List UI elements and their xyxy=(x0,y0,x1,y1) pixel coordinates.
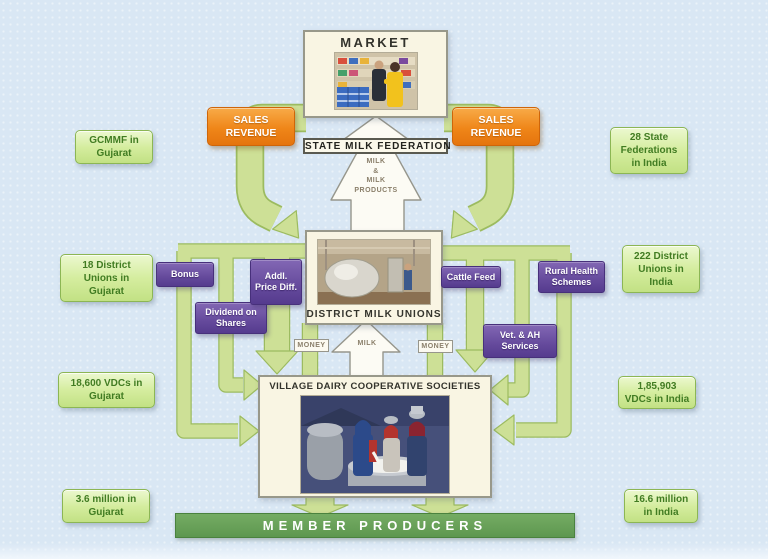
benefit-addl-price-diff: Addl. Price Diff. xyxy=(250,259,302,305)
district-milk-unions-photo xyxy=(317,239,431,305)
village-societies-photo xyxy=(300,395,450,494)
stat-state-federations-india: 28 State Federations in India xyxy=(610,127,688,174)
stat-gcmmf-gujarat: GCMMF in Gujarat xyxy=(75,130,153,164)
benefit-cattle-feed: Cattle Feed xyxy=(441,266,501,288)
stat-members-india: 16.6 million in India xyxy=(624,489,698,523)
stat-vdcs-india: 1,85,903 VDCs in India xyxy=(618,376,696,409)
bottom-fade xyxy=(0,543,768,559)
milk-products-line: MILK xyxy=(366,158,386,165)
market-box: MARKET xyxy=(303,30,448,118)
stat-district-unions-gujarat: 18 District Unions in Gujarat xyxy=(60,254,153,302)
stat-district-unions-india: 222 District Unions in India xyxy=(622,245,700,293)
benefit-bonus: Bonus xyxy=(156,262,214,287)
state-milk-federation-label: STATE MILK FEDERATION xyxy=(303,138,451,154)
district-milk-unions-title: DISTRICT MILK UNIONS xyxy=(306,309,442,320)
milk-products-line: & xyxy=(373,167,379,175)
milk-products-label: MILK & MILK PRODUCTS xyxy=(341,157,411,195)
stat-vdcs-gujarat: 18,600 VDCs in Gujarat xyxy=(58,372,155,408)
member-producers-bar: MEMBER PRODUCERS xyxy=(175,513,575,538)
benefit-dividend-on-shares: Dividend on Shares xyxy=(195,302,267,334)
district-milk-unions-box: DISTRICT MILK UNIONS xyxy=(305,230,443,325)
milk-flow-arrow-village xyxy=(331,319,401,377)
sales-revenue-left: SALES REVENUE xyxy=(207,107,295,146)
market-title: MARKET xyxy=(340,35,411,50)
village-societies-title: VILLAGE DAIRY COOPERATIVE SOCIETIES xyxy=(269,381,481,392)
village-societies-box: VILLAGE DAIRY COOPERATIVE SOCIETIES xyxy=(258,375,492,498)
sales-revenue-right: SALES REVENUE xyxy=(452,107,540,146)
stat-members-gujarat: 3.6 million in Gujarat xyxy=(62,489,150,523)
milk-label: MILK xyxy=(357,340,377,347)
right-benefit-flow-bands xyxy=(443,245,572,446)
money-label-right: MONEY xyxy=(418,340,453,353)
benefit-rural-health-schemes: Rural Health Schemes xyxy=(538,261,605,293)
milk-products-line: MILK xyxy=(366,177,386,184)
milk-flow-arrow-small xyxy=(342,115,410,141)
market-photo xyxy=(333,52,418,110)
left-benefit-flow-bands xyxy=(176,243,305,447)
money-label-left: MONEY xyxy=(294,339,329,352)
member-flow-arrows xyxy=(291,496,469,518)
benefit-vet-ah-services: Vet. & AH Services xyxy=(483,324,557,358)
milk-products-line: PRODUCTS xyxy=(354,186,398,194)
